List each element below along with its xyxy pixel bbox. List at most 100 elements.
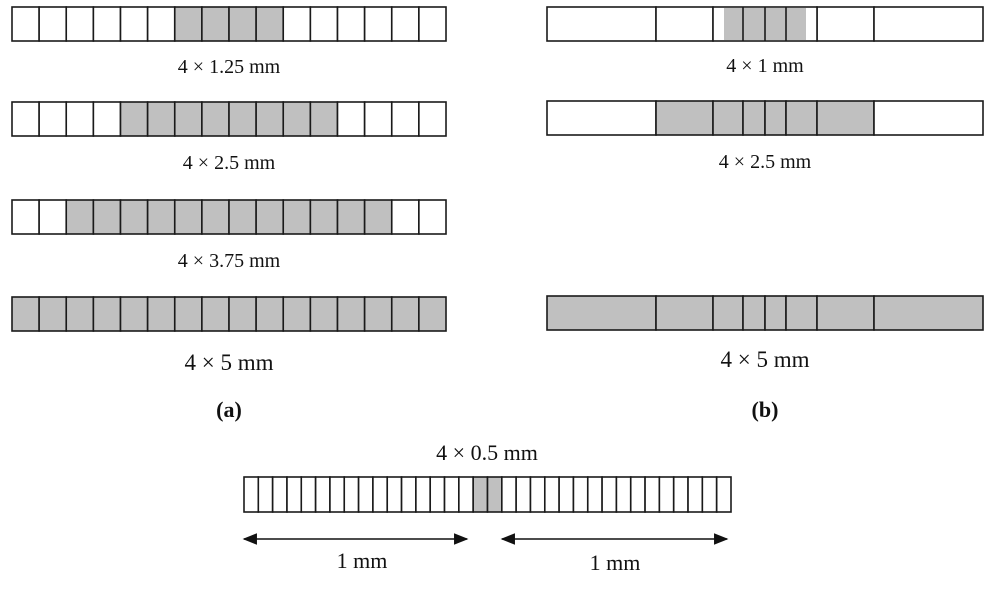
a2-cell-10 (255, 101, 285, 137)
panel-a-row-3-75mm (11, 199, 447, 235)
c-cell-2 (257, 476, 274, 513)
c-cell-32 (687, 476, 704, 513)
c-cell-13 (415, 476, 432, 513)
a3-cell-16 (418, 199, 447, 235)
a1-cell-11 (282, 6, 312, 42)
b3-cell-mid-left (655, 295, 714, 331)
b2-cell-c3 (764, 100, 787, 136)
c-cell-3 (271, 476, 288, 513)
panel-a-row-1-25mm (11, 6, 447, 42)
c-cell-33 (701, 476, 718, 513)
c-cell-17 (472, 476, 489, 513)
c-cell-31 (672, 476, 689, 513)
c-cell-15 (443, 476, 460, 513)
a4-cell-5 (119, 296, 149, 332)
a3-cell-3 (65, 199, 95, 235)
a3-cell-15 (390, 199, 420, 235)
a1-cell-14 (363, 6, 393, 42)
b1-cell-left (546, 6, 657, 42)
a2-cell-3 (65, 101, 95, 137)
b3-cell-c4 (785, 295, 818, 331)
a2-cell-2 (38, 101, 68, 137)
a1-cell-8 (201, 6, 230, 42)
a1-cell-6 (146, 6, 176, 42)
a3-cell-11 (282, 199, 312, 235)
a2-cell-4 (92, 101, 122, 137)
c-cell-26 (601, 476, 618, 513)
b1-cell-right (873, 6, 984, 42)
c-cell-12 (400, 476, 417, 513)
a2-cell-13 (336, 101, 366, 137)
a1-cell-7 (173, 6, 203, 42)
b2-cell-right (873, 100, 984, 136)
b2-cell-c2 (742, 100, 766, 136)
b2-cell-mid-left (655, 100, 714, 136)
b3-cell-mid-right (816, 295, 875, 331)
c-cell-14 (429, 476, 446, 513)
a4-cell-11 (282, 296, 312, 332)
a2-cell-16 (418, 101, 447, 137)
panel-b: 4 × 1 mm 4 × 2.5 mm 4 × 5 mm (b) (546, 6, 984, 422)
c-cell-18 (486, 476, 503, 513)
a4-cell-10 (255, 296, 285, 332)
a1-cell-4 (92, 6, 122, 42)
panel-b-row-1mm (546, 6, 984, 42)
b2-cell-left (546, 100, 657, 136)
panel-b-label-2-5mm: 4 × 2.5 mm (719, 151, 812, 173)
panel-c: 4 × 0.5 mm 1 mm 1 mm (242, 440, 732, 575)
c-cell-28 (629, 476, 646, 513)
a4-cell-4 (92, 296, 122, 332)
b2-cell-c1 (712, 100, 744, 136)
c-cell-23 (558, 476, 575, 513)
a4-cell-16 (418, 296, 447, 332)
a1-cell-5 (119, 6, 149, 42)
b2-cell-c4 (785, 100, 818, 136)
b3-cell-left (546, 295, 657, 331)
a2-cell-6 (146, 101, 176, 137)
a3-cell-14 (363, 199, 393, 235)
a4-cell-8 (201, 296, 230, 332)
a1-cell-15 (390, 6, 420, 42)
a4-cell-13 (336, 296, 366, 332)
panel-c-title: 4 × 0.5 mm (436, 440, 538, 465)
panel-b-label-5mm: 4 × 5 mm (720, 347, 809, 372)
panel-a-label-1-25mm: 4 × 1.25 mm (178, 56, 281, 78)
c-cell-30 (658, 476, 675, 513)
a4-cell-7 (173, 296, 203, 332)
a3-cell-7 (173, 199, 203, 235)
c-cell-25 (586, 476, 603, 513)
right-span-label: 1 mm (590, 550, 641, 575)
a2-cell-5 (119, 101, 149, 137)
c-cell-27 (615, 476, 632, 513)
c-cell-11 (386, 476, 403, 513)
c-cell-34 (715, 476, 732, 513)
a3-cell-1 (11, 199, 40, 235)
b1-cell-mid-right (816, 6, 875, 42)
c-cell-20 (515, 476, 532, 513)
c-cell-6 (314, 476, 331, 513)
c-cell-22 (543, 476, 560, 513)
panel-a-label-5mm: 4 × 5 mm (184, 350, 273, 375)
a1-cell-1 (11, 6, 40, 42)
a1-cell-2 (38, 6, 68, 42)
c-cell-5 (300, 476, 317, 513)
panel-b-row-2-5mm (546, 100, 984, 136)
a3-cell-10 (255, 199, 285, 235)
panel-a-label-3-75mm: 4 × 3.75 mm (178, 250, 281, 272)
a3-cell-8 (201, 199, 230, 235)
panel-a-row-2-5mm (11, 101, 447, 137)
b1-cell-mid-left (655, 6, 714, 42)
a3-cell-6 (146, 199, 176, 235)
left-span-label: 1 mm (337, 548, 388, 573)
b3-cell-c3 (764, 295, 787, 331)
c-cell-16 (458, 476, 474, 513)
b3-cell-c2 (742, 295, 766, 331)
c-cell-21 (529, 476, 546, 513)
a4-cell-3 (65, 296, 95, 332)
c-cell-29 (644, 476, 661, 513)
a2-cell-7 (173, 101, 203, 137)
b3-cell-right (873, 295, 984, 331)
a2-cell-9 (228, 101, 257, 137)
a1-cell-16 (418, 6, 447, 42)
a4-cell-6 (146, 296, 176, 332)
